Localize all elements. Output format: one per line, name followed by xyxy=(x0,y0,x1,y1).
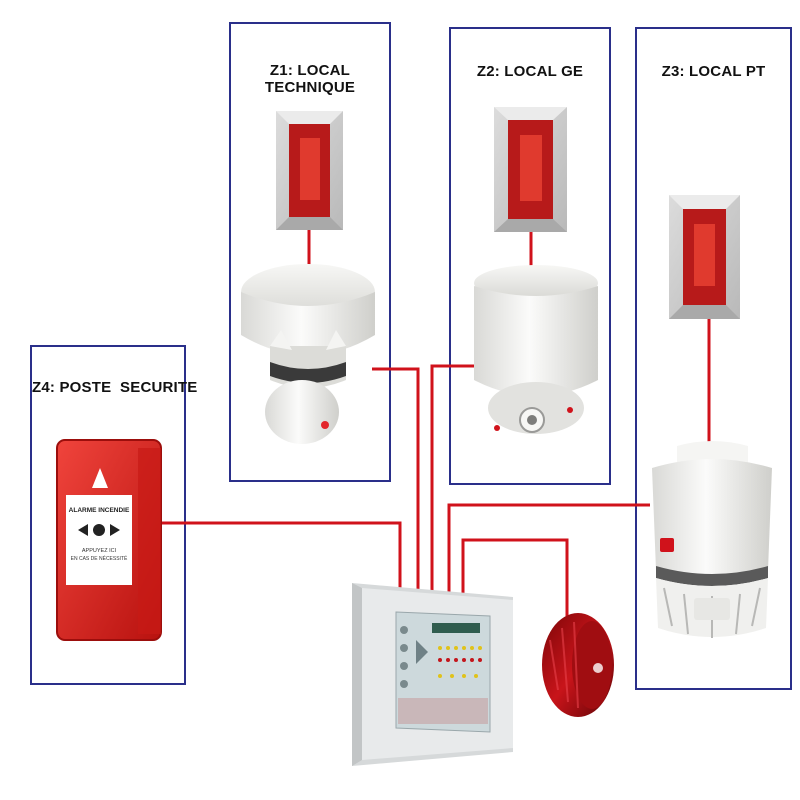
zone-box-z3: Z3: LOCAL PT xyxy=(635,27,792,690)
call-point-label-top: ALARME INCENDIE xyxy=(69,507,130,514)
remote-indicator-icon xyxy=(276,111,343,230)
zone-title-z3: Z3: LOCAL PT xyxy=(661,63,766,80)
fire-panel-icon xyxy=(352,583,513,766)
zone-title-z1: Z1: LOCAL TECHNIQUE xyxy=(264,62,356,96)
sounder-icon xyxy=(542,613,614,717)
wire-sounder xyxy=(461,538,569,625)
zone-box-z4: Z4: POSTE SECURITE xyxy=(30,345,198,685)
zone-box-z1: Z1: LOCAL TECHNIQUE xyxy=(229,22,391,482)
wire-z3 xyxy=(447,503,650,600)
manual-call-point-icon: ALARME INCENDIE APPUYEZ ICI EN CAS DE NÉ… xyxy=(56,439,162,641)
wires xyxy=(160,228,711,625)
call-point-label-bottom-2: EN CAS DE NÉCESSITÉ xyxy=(71,555,128,562)
wire-z4 xyxy=(160,521,402,600)
heat-detector-icon xyxy=(474,265,598,434)
smoke-detector-icon xyxy=(241,264,375,444)
smoke-detector-icon xyxy=(652,441,772,638)
remote-indicator-icon xyxy=(494,107,567,232)
wire-z1 xyxy=(372,367,420,600)
remote-indicator-icon xyxy=(669,195,740,319)
zone-title-z2: Z2: LOCAL GE xyxy=(476,63,584,80)
wire-z2 xyxy=(430,364,475,600)
zone-title-z4: Z4: POSTE SECURITE xyxy=(32,379,198,396)
zone-box-z2: Z2: LOCAL GE xyxy=(449,27,611,485)
call-point-label-bottom-1: APPUYEZ ICI xyxy=(82,548,117,554)
